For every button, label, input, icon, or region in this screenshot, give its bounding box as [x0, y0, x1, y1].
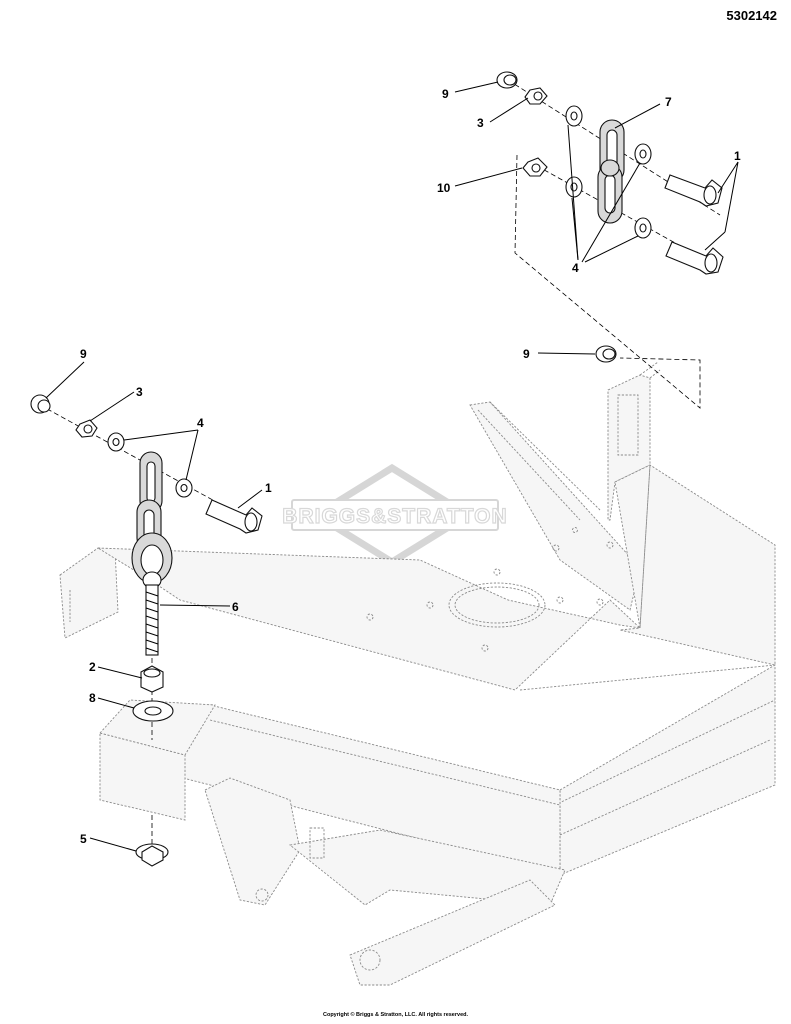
copyright-notice: Copyright © Briggs & Stratton, LLC. All …: [322, 1012, 469, 1018]
front-push-arm: [349, 879, 556, 986]
flange-nut-5: [135, 843, 169, 867]
callout-9-left: 9: [80, 347, 87, 361]
bolt-1-left: [205, 499, 263, 534]
deck-front-skirt: [182, 704, 561, 876]
callout-8: 8: [89, 691, 96, 705]
hex-nut-2: [140, 665, 164, 693]
front-link-bar: [288, 829, 566, 906]
part-number: 5302142: [726, 8, 777, 23]
callout-2: 2: [89, 660, 96, 674]
nut-10-top: [522, 157, 548, 177]
phantom-mount-outline: [514, 154, 701, 409]
washers-4-left: [107, 432, 193, 498]
bolt-1-upper: [664, 174, 723, 207]
left-hardware-group: 9 3 4 1 6 2 8 5: [30, 347, 272, 867]
flange-nut-9-left: [30, 394, 51, 414]
callout-4-top: 4: [572, 261, 579, 275]
washers-4-top: [565, 105, 652, 239]
callout-1-top: 1: [734, 149, 741, 163]
callout-7: 7: [665, 95, 672, 109]
callout-9-top: 9: [442, 87, 449, 101]
brand-watermark-text: BRIGGS&STRATTON: [282, 505, 507, 528]
hex-nut-3-top: [524, 87, 548, 105]
washer-8: [132, 700, 174, 722]
deck-top-plate: [96, 547, 642, 691]
callout-4-left: 4: [197, 416, 204, 430]
frame-arm: [469, 401, 641, 611]
flange-nut-9-frame: [595, 345, 617, 363]
callout-3-left: 3: [136, 385, 143, 399]
frame-flange-nut-group: 9: [523, 345, 617, 363]
bolt-1-lower: [665, 241, 724, 275]
callout-10: 10: [437, 181, 451, 195]
deck-spindle-hole: [448, 582, 546, 628]
callout-1-left: 1: [265, 481, 272, 495]
left-bracket-plate: [59, 547, 119, 639]
callout-3-top: 3: [477, 116, 484, 130]
deck-right-surface: [614, 464, 776, 666]
callout-6: 6: [232, 600, 239, 614]
chain-7-top: [597, 119, 625, 224]
mower-deck-frame-outline: [59, 361, 776, 986]
chain-left: [131, 451, 173, 584]
left-mount-top: [99, 699, 216, 756]
flange-nut-9-top: [496, 71, 518, 89]
callout-9-frame: 9: [523, 347, 530, 361]
brand-watermark: BRIGGS&STRATTON: [282, 463, 507, 567]
hex-nut-3-left: [75, 419, 98, 438]
deck-right-side-wall: [559, 664, 776, 876]
eye-bolt-6: [142, 571, 162, 656]
callout-5: 5: [80, 832, 87, 846]
top-hardware-group: 9 3 7 1 10 4: [437, 71, 741, 409]
